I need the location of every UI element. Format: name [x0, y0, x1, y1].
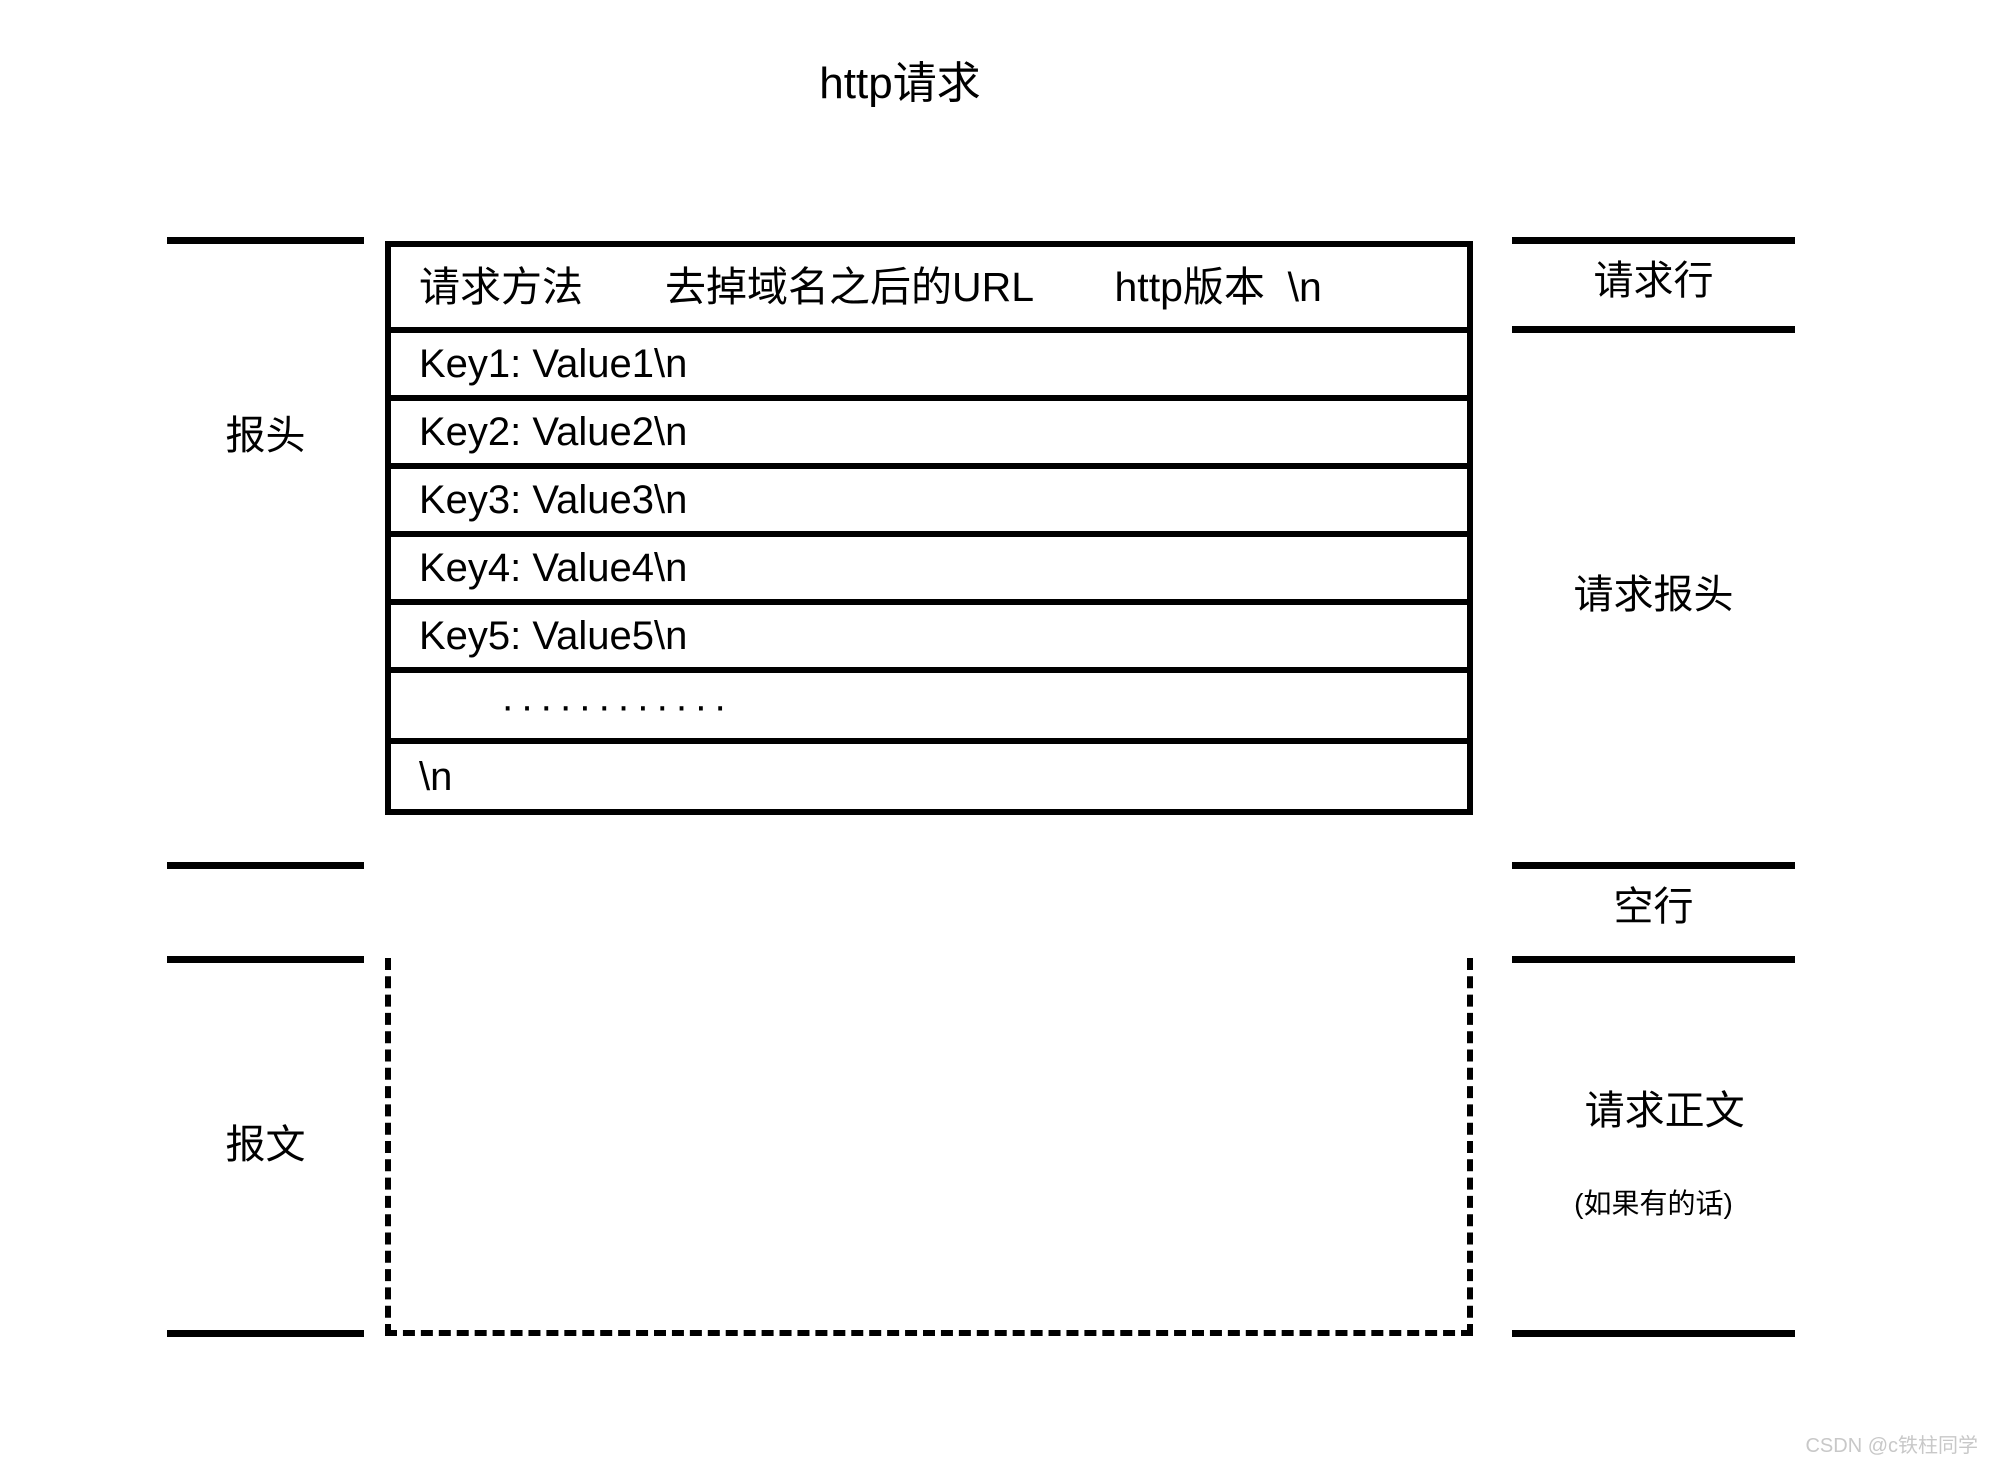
label-request-body-note: (如果有的话): [1574, 1188, 1733, 1219]
table-row-ellipsis: ············: [391, 673, 1467, 744]
header-line-3-text: Key3: Value3\n: [419, 478, 688, 522]
table-row-request-line: 请求方法 去掉域名之后的URL http版本 \n: [391, 247, 1467, 333]
table-row-header-5: Key5: Value5\n: [391, 605, 1467, 673]
page-title: http请求: [819, 59, 981, 108]
header-line-1-text: Key1: Value1\n: [419, 342, 688, 386]
right-rule-request-line-top: [1512, 237, 1795, 244]
request-body-box: [385, 958, 1473, 1336]
header-line-2-text: Key2: Value2\n: [419, 410, 688, 454]
left-rule-bottom: [167, 1330, 364, 1337]
header-line-5-text: Key5: Value5\n: [419, 614, 688, 658]
table-row-empty-line: \n: [391, 744, 1467, 815]
label-empty-line: 空行: [1613, 885, 1694, 929]
csdn-watermark: CSDN @c铁柱同学: [1805, 1435, 1978, 1457]
header-line-4-text: Key4: Value4\n: [419, 546, 688, 590]
left-rule-top: [167, 237, 364, 244]
http-request-message-table: 请求方法 去掉域名之后的URL http版本 \n Key1: Value1\n…: [385, 241, 1473, 815]
label-request-body: 请求正文 (如果有的话): [1512, 1042, 1795, 1268]
left-rule-body-top: [167, 956, 364, 963]
table-row-header-4: Key4: Value4\n: [391, 537, 1467, 605]
label-request-headers: 请求报头: [1573, 573, 1734, 617]
empty-line-text: \n: [419, 754, 453, 799]
right-rule-body-bottom: [1512, 1330, 1795, 1337]
right-rule-request-line-bottom: [1512, 326, 1795, 333]
right-rule-empty-line-bottom: [1512, 956, 1795, 963]
label-request-line: 请求行: [1593, 259, 1714, 303]
table-row-header-1: Key1: Value1\n: [391, 333, 1467, 401]
left-rule-middle: [167, 862, 364, 869]
ellipsis-text: ············: [501, 683, 733, 728]
right-rule-headers-bottom: [1512, 862, 1795, 869]
label-message-body: 报文: [225, 1123, 306, 1167]
request-line-text: 请求方法 去掉域名之后的URL http版本 \n: [419, 263, 1322, 310]
label-request-body-main: 请求正文: [1584, 1089, 1745, 1133]
table-row-header-3: Key3: Value3\n: [391, 469, 1467, 537]
label-message-header: 报头: [225, 414, 306, 458]
table-row-header-2: Key2: Value2\n: [391, 401, 1467, 469]
